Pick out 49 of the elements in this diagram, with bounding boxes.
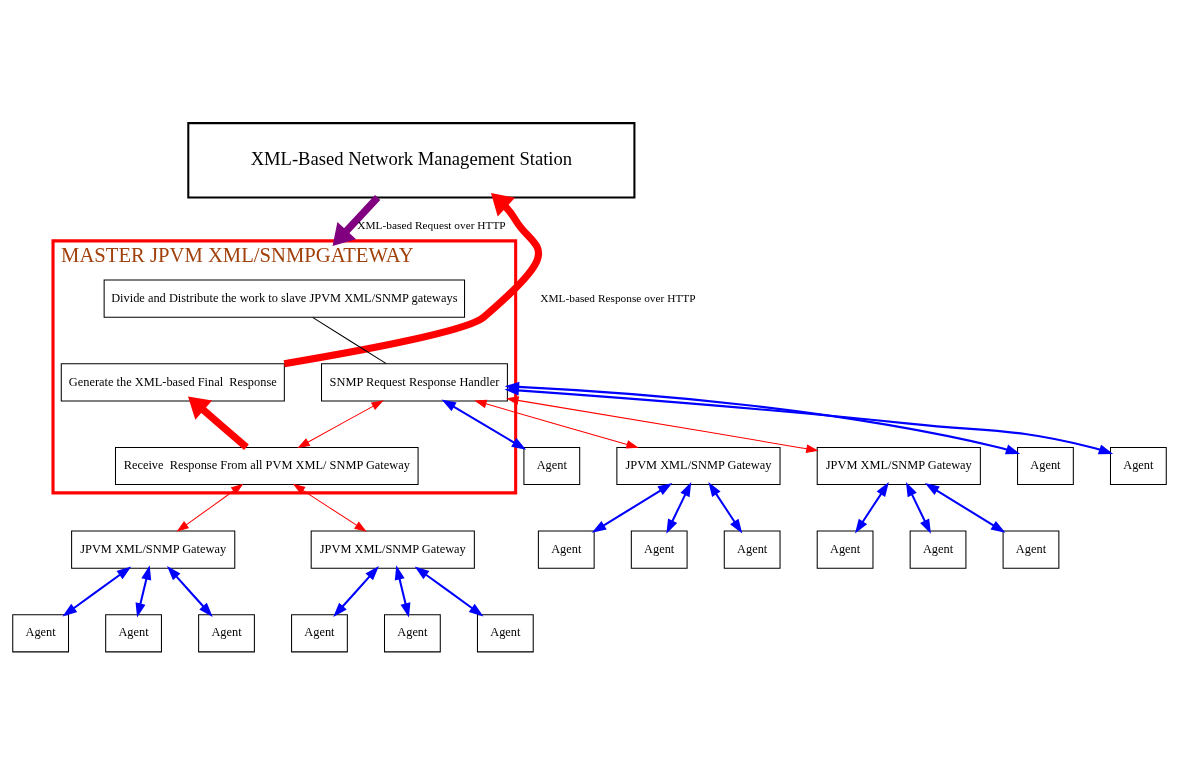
arrow	[167, 565, 213, 617]
arrow	[135, 564, 152, 618]
node-box: Divide and Distribute the work to slave JPVM XML/SNMP gateways	[103, 279, 466, 318]
node-box: Agent	[105, 613, 162, 652]
node-box: Receive Response From all PVM XML/ SNMP Gateway	[114, 446, 419, 485]
node-box: Agent	[198, 613, 255, 652]
node-box: XML-Based Network Management Station	[187, 121, 636, 198]
arrow	[666, 481, 692, 534]
node-box: Agent	[537, 530, 595, 569]
arrow	[333, 565, 379, 617]
node-box: JPVM XML/SNMP Gateway	[816, 446, 981, 485]
arrow	[292, 483, 367, 532]
arrow	[297, 399, 384, 448]
node-box: Agent	[291, 613, 348, 652]
node-box: Agent	[12, 613, 70, 652]
arrow	[332, 194, 381, 246]
node-box: Agent	[1002, 530, 1060, 569]
arrow	[905, 481, 931, 534]
edge-label: XML-based Response over HTTP	[540, 291, 696, 304]
node-box: Agent	[1109, 446, 1167, 485]
arrow	[283, 192, 542, 367]
arrow	[187, 396, 249, 450]
node-box: JPVM XML/SNMP Gateway	[71, 530, 236, 569]
node-box: Agent	[723, 530, 781, 569]
arrow	[591, 482, 673, 533]
node-box: Generate the XML-based Final Response	[60, 362, 285, 401]
edge-label: XML-based Request over HTTP	[357, 218, 506, 231]
arrow	[394, 564, 411, 618]
node-box: Agent	[909, 530, 967, 569]
connector	[312, 316, 387, 364]
node-box: SNMP Request Response Handler	[321, 362, 508, 401]
arrow	[474, 399, 639, 449]
arrow	[414, 566, 484, 616]
arrow	[924, 482, 1006, 533]
node-box: Agent	[476, 613, 534, 652]
arrow	[504, 384, 1114, 454]
node-box: Agent	[523, 446, 581, 485]
arrow	[176, 483, 244, 532]
node-box: Agent	[816, 530, 874, 569]
arrow	[506, 395, 819, 453]
arrow	[62, 566, 132, 616]
node-box: JPVM XML/SNMP Gateway	[310, 530, 475, 569]
node-box: Agent	[630, 530, 688, 569]
arrow	[441, 398, 527, 450]
node-box: Agent	[1017, 446, 1074, 485]
node-box: Agent	[384, 613, 441, 652]
arrow	[708, 481, 743, 534]
node-box: JPVM XML/SNMP Gateway	[616, 446, 781, 485]
arrow	[855, 481, 889, 534]
